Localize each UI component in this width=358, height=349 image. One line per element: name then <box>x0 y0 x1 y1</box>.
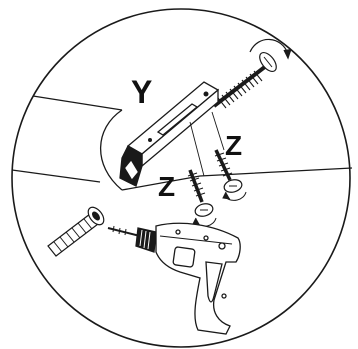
label-z-lower: Z <box>158 171 175 202</box>
label-y: Y <box>131 74 152 110</box>
detail-circle <box>12 9 350 347</box>
label-z-upper: Z <box>225 130 242 161</box>
